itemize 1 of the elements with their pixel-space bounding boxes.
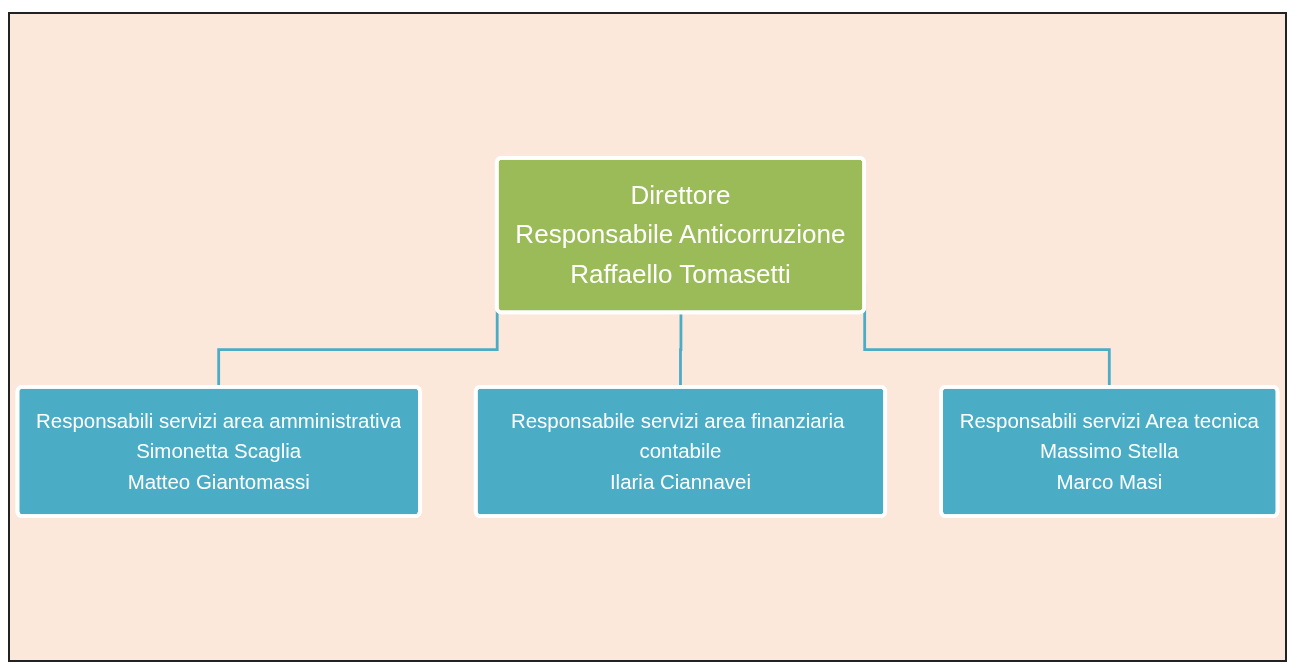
diagram-background: Direttore Responsabile Anticorruzione Raffaello Tomasetti Responsabili servizi area amministrativa Simonetta Scaglia Matteo Giantomassi Responsabile servizi area finanziaria contabile Ilaria Ciannavei Responsabili servizi Area tecnica Massimo Stella Marco Masi [8,12,1287,662]
